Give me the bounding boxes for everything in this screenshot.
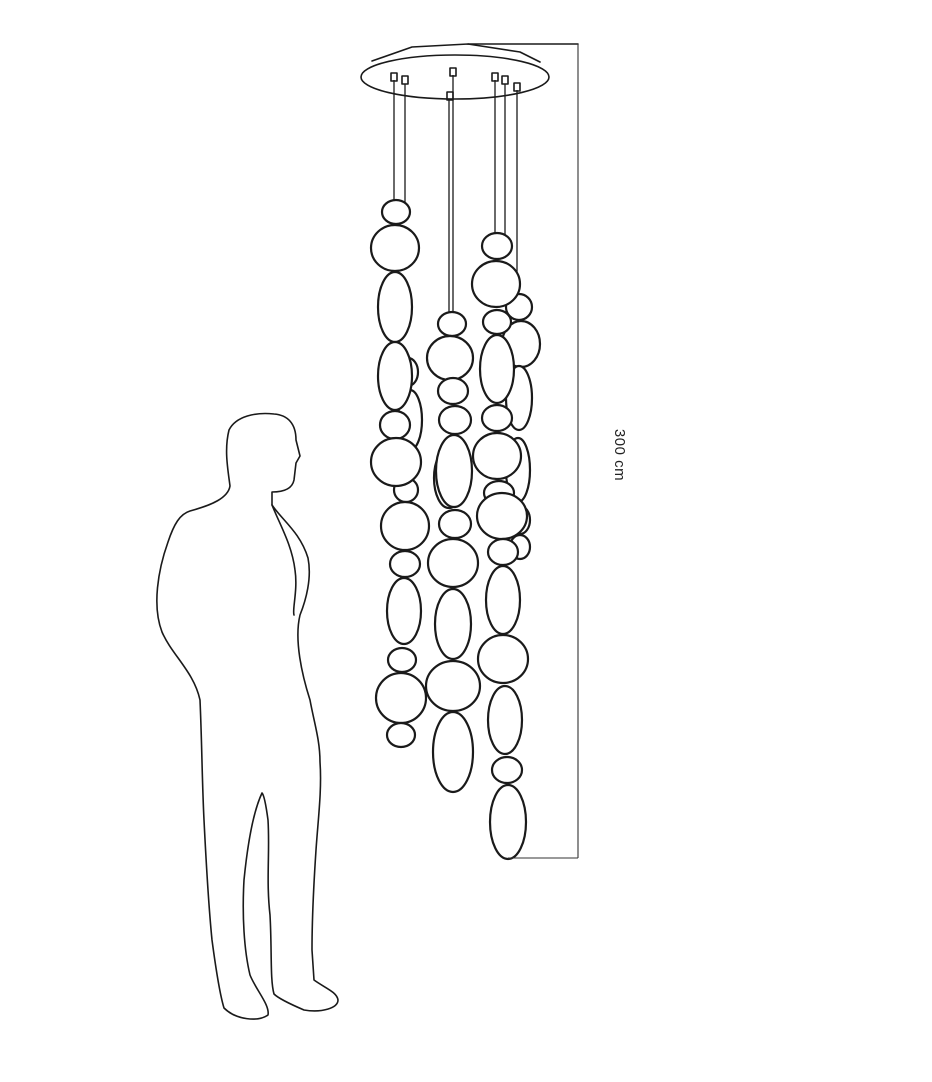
pendant-strand-right [470,231,530,861]
ceiling-canopy [360,54,550,100]
pendant-strand-left [369,198,431,749]
height-dimension-label: 300 cm [611,429,628,481]
pendant-strand-middle [424,310,482,794]
cords [393,75,518,340]
cord-clips [390,67,521,101]
human-arm-line [271,504,297,616]
height-dimension: 300 cm [508,44,628,859]
human-silhouette [156,412,339,1020]
